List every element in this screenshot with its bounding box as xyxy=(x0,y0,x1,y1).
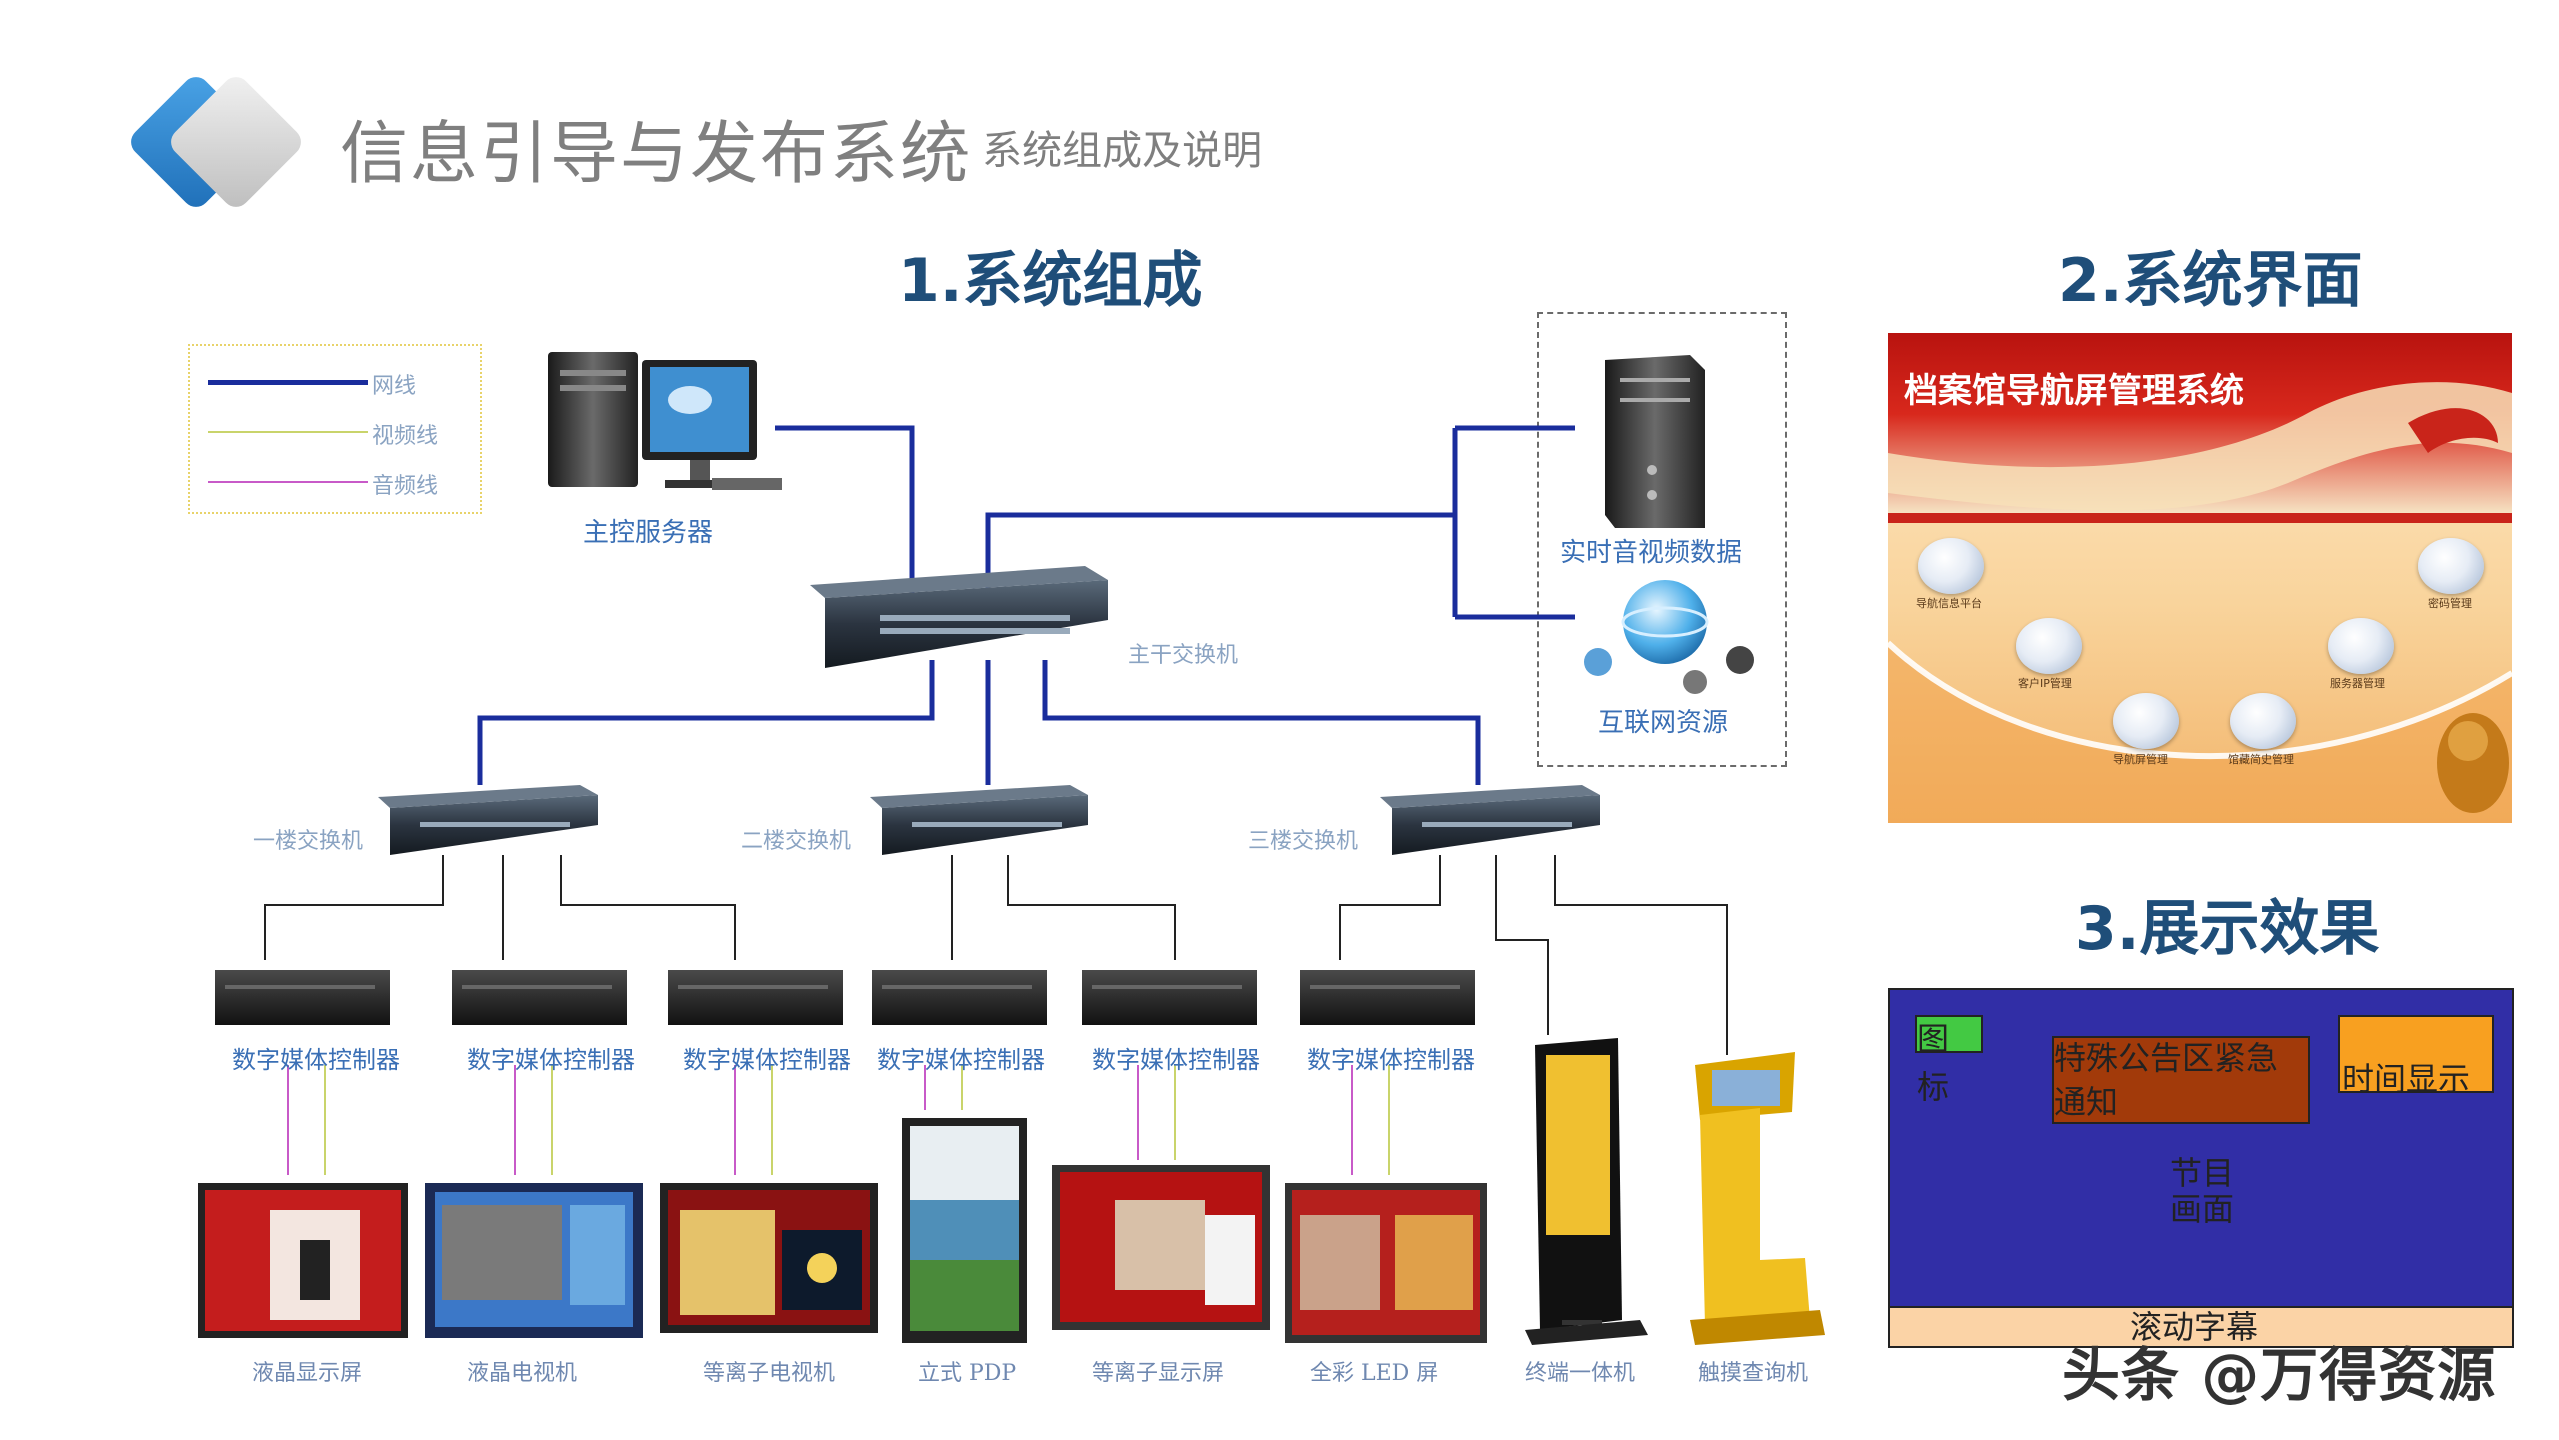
logo-icon xyxy=(131,77,301,207)
server-management-icon[interactable] xyxy=(2328,618,2394,674)
watermark: 头条 @万得资源 xyxy=(2062,1341,2497,1409)
section-composition-heading: 1.系统组成 xyxy=(898,246,1203,316)
main-server-computer xyxy=(548,352,782,490)
display-lcd-screen xyxy=(198,1183,408,1338)
display-plasma-screen xyxy=(1052,1165,1270,1330)
label-internet: 互联网资源 xyxy=(1598,708,1729,738)
label-display-8: 触摸查询机 xyxy=(1698,1361,1809,1386)
legend-video-swatch xyxy=(208,431,368,433)
floor-switch-1 xyxy=(378,785,598,855)
page-title: 信息引导与发布系统 xyxy=(340,115,971,194)
realtime-server-tower xyxy=(1605,355,1705,528)
label-display-7: 终端一体机 xyxy=(1525,1361,1636,1386)
floor-switch-3 xyxy=(1380,785,1600,855)
av-lines xyxy=(287,1065,1390,1175)
lion-statue-icon xyxy=(2437,713,2509,813)
collection-history-management-label: 馆藏简史管理 xyxy=(2228,753,2294,766)
interface-arc xyxy=(1888,640,2512,823)
controller-5 xyxy=(1082,970,1257,1025)
label-display-4: 立式 PDP xyxy=(918,1361,1017,1386)
interface-band xyxy=(1888,513,2512,523)
logo-area-text: 图标 xyxy=(1917,1020,1950,1106)
label-display-2: 液晶电视机 xyxy=(467,1361,578,1386)
label-controller-6: 数字媒体控制器 xyxy=(1307,1046,1475,1074)
line-server-switch xyxy=(775,425,915,600)
label-display-5: 等离子显示屏 xyxy=(1092,1361,1225,1386)
time-area-text: 时间显示 xyxy=(2342,1060,2471,1098)
main-switch-device xyxy=(810,566,1108,668)
display-standing-pdp xyxy=(902,1118,1027,1343)
label-controller-4: 数字媒体控制器 xyxy=(877,1046,1045,1074)
client-ip-management-icon[interactable] xyxy=(2016,618,2082,674)
display-terminal-kiosk xyxy=(1525,1038,1648,1345)
label-controller-2: 数字媒体控制器 xyxy=(467,1046,635,1074)
switch-controller-lines xyxy=(264,855,1728,1055)
page-subtitle: - 系统组成及说明 xyxy=(955,128,1263,174)
scroll-subtitle-bar: 滚动字幕 xyxy=(1890,1306,2512,1346)
network-lines xyxy=(477,425,1575,785)
time-area xyxy=(2338,1015,2494,1093)
password-management-label: 密码管理 xyxy=(2428,597,2472,610)
nav-info-platform-icon[interactable] xyxy=(1918,538,1984,594)
line-to-floor3 xyxy=(1042,660,1481,785)
internet-globe xyxy=(1584,580,1754,694)
program-area-text: 节目画面 xyxy=(2169,1154,2234,1228)
controller-3 xyxy=(668,970,843,1025)
legend: 网线 视频线 音频线 xyxy=(188,344,482,514)
label-main-switch: 主干交换机 xyxy=(1128,643,1239,668)
controller-4 xyxy=(872,970,1047,1025)
password-management-icon[interactable] xyxy=(2418,538,2484,594)
legend-audio-swatch xyxy=(208,481,368,483)
resource-group-box xyxy=(1537,312,1787,767)
notice-area xyxy=(2052,1036,2310,1124)
display-layout-preview: 图标 特殊公告区紧急通知 时间显示 节目画面 滚动字幕 xyxy=(1888,988,2514,1348)
label-main-server: 主控服务器 xyxy=(583,518,714,548)
nav-info-platform-label: 导航信息平台 xyxy=(1916,597,1982,610)
scroll-subtitle-text: 滚动字幕 xyxy=(2130,1308,2259,1346)
label-floor3-switch: 三楼交换机 xyxy=(1248,829,1359,854)
label-display-6: 全彩 LED 屏 xyxy=(1310,1361,1439,1386)
interface-swoosh xyxy=(1888,382,2512,511)
controller-2 xyxy=(452,970,627,1025)
display-led-screen xyxy=(1285,1183,1487,1343)
line-switch-resources xyxy=(985,512,1455,600)
interface-title: 档案馆导航屏管理系统 xyxy=(1904,371,2244,411)
label-controller-5: 数字媒体控制器 xyxy=(1092,1046,1260,1074)
section-effect-heading: 3.展示效果 xyxy=(2075,894,2380,964)
display-plasma-tv xyxy=(660,1183,878,1333)
display-touch-query xyxy=(1690,1052,1825,1345)
display-lcd-tv xyxy=(425,1183,643,1338)
label-floor1-switch: 一楼交换机 xyxy=(253,829,364,854)
nav-screen-management-label: 导航屏管理 xyxy=(2113,753,2168,766)
legend-video-label: 视频线 xyxy=(372,424,439,449)
section-interface-heading: 2.系统界面 xyxy=(2058,246,2363,316)
controllers xyxy=(215,970,1475,1025)
line-to-floor1 xyxy=(477,660,935,785)
interface-screenshot: 档案馆导航屏管理系统 导航信息平台 密码管理 客户IP管理 服务器管理 导航屏管… xyxy=(1888,333,2512,823)
logo-box xyxy=(1915,1015,1983,1053)
label-display-1: 液晶显示屏 xyxy=(252,1361,363,1386)
legend-audio-label: 音频线 xyxy=(372,474,439,499)
client-ip-management-label: 客户IP管理 xyxy=(2018,677,2072,690)
floor-switch-2 xyxy=(870,785,1088,855)
label-controller-1: 数字媒体控制器 xyxy=(232,1046,400,1074)
server-management-label: 服务器管理 xyxy=(2330,677,2385,690)
notice-area-text: 特殊公告区紧急通知 xyxy=(2054,1039,2279,1121)
label-display-3: 等离子电视机 xyxy=(703,1361,836,1386)
nav-screen-management-icon[interactable] xyxy=(2113,693,2179,749)
label-realtime-data: 实时音视频数据 xyxy=(1560,538,1743,568)
legend-network-swatch xyxy=(208,380,368,385)
controller-6 xyxy=(1300,970,1475,1025)
controller-1 xyxy=(215,970,390,1025)
legend-network-label: 网线 xyxy=(372,374,417,399)
label-floor2-switch: 二楼交换机 xyxy=(741,829,852,854)
collection-history-management-icon[interactable] xyxy=(2230,693,2296,749)
label-controller-3: 数字媒体控制器 xyxy=(683,1046,851,1074)
